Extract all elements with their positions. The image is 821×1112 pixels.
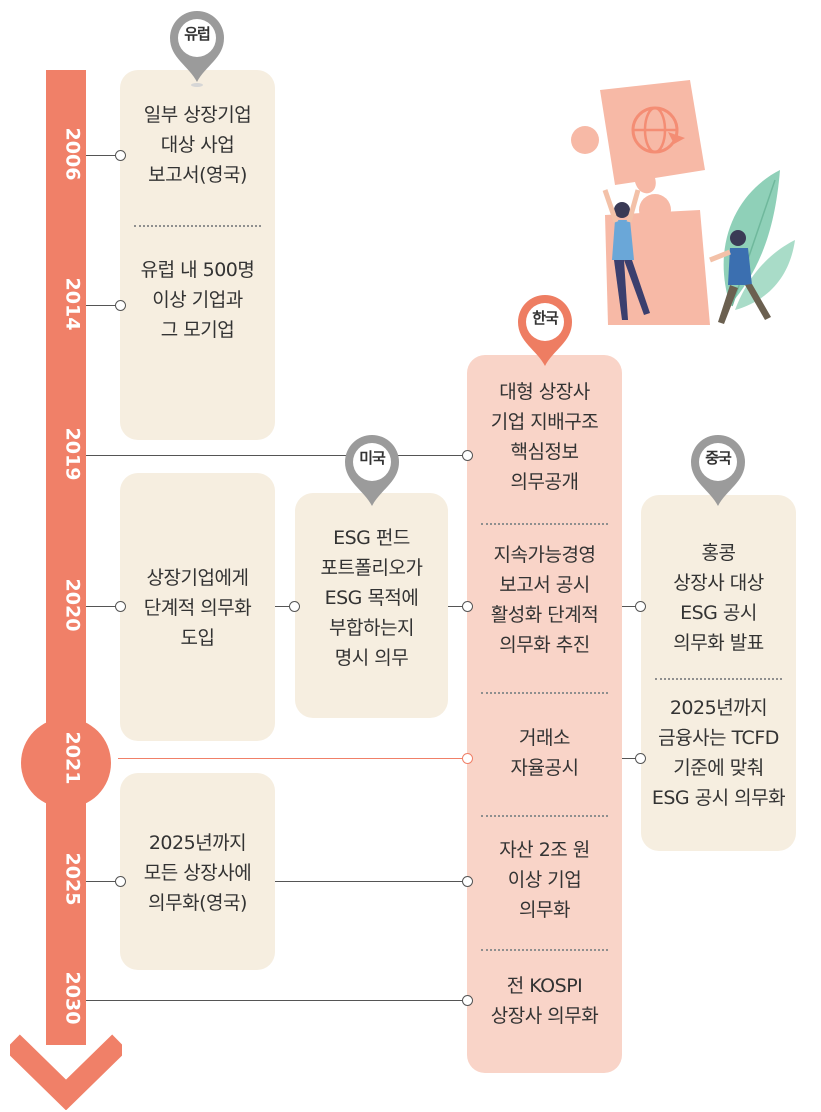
korea-item-2030: 전 KOSPI 상장사 의무화 bbox=[490, 975, 599, 1027]
korea-divider-4 bbox=[481, 949, 608, 951]
pin-korea: 한국 bbox=[515, 292, 575, 372]
node-2006 bbox=[115, 150, 126, 161]
timeline-bar bbox=[46, 70, 86, 1045]
connector-2021-china bbox=[622, 758, 636, 759]
region-europe-label: 유럽 bbox=[184, 25, 211, 43]
node-2020-china bbox=[635, 601, 646, 612]
map-pin-icon bbox=[691, 435, 745, 506]
node-2020-korea bbox=[462, 601, 473, 612]
europe-card-2025: 2025년까지 모든 상장사에 의무화(영국) bbox=[120, 773, 275, 970]
region-china-label: 중국 bbox=[705, 449, 732, 467]
connector-2020-b bbox=[275, 606, 290, 607]
europe-item-2014: 유럽 내 500명 이상 기업과 그 모기업 bbox=[140, 259, 255, 341]
timeline-arrow-head bbox=[10, 1034, 122, 1110]
usa-card: ESG 펀드 포트폴리오가 ESG 목적에 부합하는지 명시 의무 bbox=[295, 493, 448, 718]
connector-2025-b bbox=[275, 881, 463, 882]
connector-2020-c bbox=[448, 606, 463, 607]
region-korea-label: 한국 bbox=[532, 309, 559, 327]
puzzle-illustration bbox=[571, 80, 795, 325]
year-label-2025: 2025 bbox=[61, 852, 84, 906]
node-2021-korea bbox=[462, 753, 473, 764]
map-pin-icon bbox=[518, 295, 572, 366]
node-2025-europe bbox=[115, 876, 126, 887]
year-label-2020: 2020 bbox=[61, 578, 84, 632]
connector-2020-d bbox=[622, 606, 636, 607]
connector-2030 bbox=[86, 1000, 463, 1001]
node-2030-korea bbox=[462, 995, 473, 1006]
korea-item-2020: 지속가능경영 보고서 공시 활성화 단계적 의무화 추진 bbox=[490, 544, 599, 656]
usa-item-2020: ESG 펀드 포트폴리오가 ESG 목적에 부합하는지 명시 의무 bbox=[320, 527, 423, 669]
node-2025-korea bbox=[462, 876, 473, 887]
europe-card-2020: 상장기업에게 단계적 의무화 도입 bbox=[120, 473, 275, 741]
map-pin-icon bbox=[170, 11, 224, 87]
europe-divider bbox=[134, 225, 261, 227]
connector-2014 bbox=[86, 305, 116, 306]
connector-2019 bbox=[86, 455, 463, 456]
year-label-2014: 2014 bbox=[61, 277, 84, 331]
year-label-2019: 2019 bbox=[61, 427, 84, 481]
europe-item-2020: 상장기업에게 단계적 의무화 도입 bbox=[143, 567, 252, 649]
node-2014 bbox=[115, 300, 126, 311]
node-2021-china bbox=[635, 753, 646, 764]
map-pin-icon bbox=[345, 435, 399, 506]
korea-divider-2 bbox=[481, 692, 608, 694]
europe-card-top: 일부 상장기업 대상 사업 보고서(영국) 유럽 내 500명 이상 기업과 그… bbox=[120, 70, 275, 440]
year-label-2006: 2006 bbox=[61, 127, 84, 181]
europe-item-2006: 일부 상장기업 대상 사업 보고서(영국) bbox=[143, 104, 252, 186]
korea-divider-1 bbox=[481, 523, 608, 525]
connector-2021 bbox=[118, 758, 463, 759]
pin-europe: 유럽 bbox=[167, 8, 227, 88]
korea-item-2021: 거래소 자율공시 bbox=[510, 727, 579, 779]
connector-2025-a bbox=[86, 881, 116, 882]
pin-china: 중국 bbox=[688, 432, 748, 512]
connector-2020-a bbox=[86, 606, 116, 607]
node-2020-europe bbox=[115, 601, 126, 612]
node-2020-usa bbox=[289, 601, 300, 612]
korea-item-2025: 자산 2조 원 이상 기업 의무화 bbox=[499, 839, 590, 921]
china-item-2020: 홍콩 상장사 대상 ESG 공시 의무화 발표 bbox=[673, 542, 764, 654]
korea-card: 대형 상장사 기업 지배구조 핵심정보 의무공개 지속가능경영 보고서 공시 활… bbox=[467, 355, 622, 1073]
connector-2006 bbox=[86, 155, 116, 156]
pin-usa: 미국 bbox=[342, 432, 402, 512]
year-2021-circle bbox=[21, 718, 111, 808]
year-label-2030: 2030 bbox=[61, 971, 84, 1025]
china-item-2021: 2025년까지 금융사는 TCFD 기준에 맞춰 ESG 공시 의무화 bbox=[651, 697, 786, 809]
china-card: 홍콩 상장사 대상 ESG 공시 의무화 발표 2025년까지 금융사는 TCF… bbox=[641, 495, 796, 851]
europe-item-2025: 2025년까지 모든 상장사에 의무화(영국) bbox=[143, 832, 252, 914]
korea-divider-3 bbox=[481, 815, 608, 817]
region-usa-label: 미국 bbox=[359, 449, 386, 467]
node-2019-korea bbox=[462, 450, 473, 461]
korea-item-2019: 대형 상장사 기업 지배구조 핵심정보 의무공개 bbox=[490, 381, 599, 493]
china-divider bbox=[655, 678, 782, 680]
year-label-2021: 2021 bbox=[61, 731, 84, 785]
